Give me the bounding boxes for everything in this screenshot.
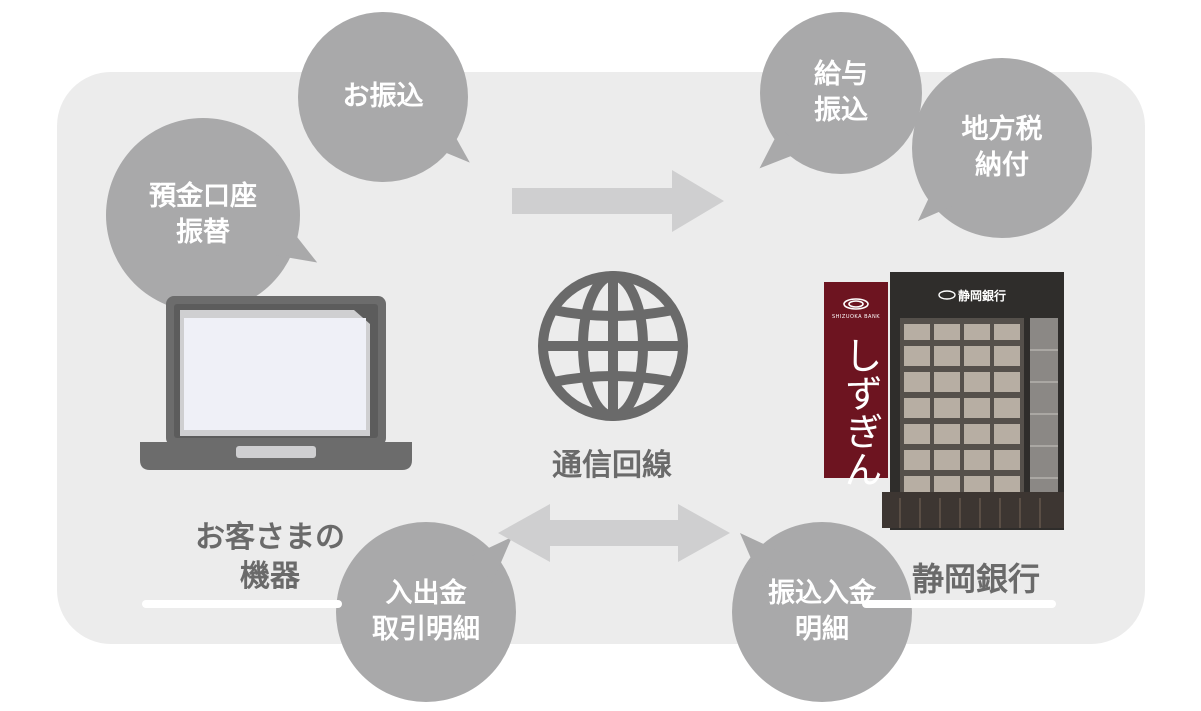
bubble-line: 振替 — [176, 217, 230, 248]
bank-label-underline — [862, 600, 1056, 608]
bubble-line: 納付 — [975, 150, 1029, 181]
bubble-local-tax-payment: 地方税 納付 — [910, 58, 1092, 238]
bubble-transfer-deposit-statement: 振込入金 明細 — [725, 522, 912, 702]
bubble-deposit-account-transfer: 預金口座 振替 — [106, 118, 324, 312]
bank-building-illustration — [824, 272, 1064, 530]
bubble-line: お振込 — [342, 80, 424, 112]
bubble-line: 取引明細 — [372, 614, 480, 645]
label-line: お客さまの — [195, 520, 345, 555]
customer-device-label: お客さまの 機器 — [150, 518, 390, 596]
bank-sign-logo-caption: SHIZUOKA BANK — [832, 314, 880, 320]
label-line: 機器 — [240, 559, 300, 594]
customer-label-underline — [142, 600, 342, 608]
bubble-line: 地方税 — [961, 113, 1043, 145]
bank-sign-text: しずぎん — [838, 336, 882, 488]
bubble-line: 振込 — [814, 95, 868, 126]
arrow-right-icon — [512, 170, 724, 232]
bubble-transfer: お振込 — [298, 12, 476, 182]
bubble-line: 振込入金 — [768, 577, 876, 609]
globe-icon — [538, 271, 688, 421]
network-label: 通信回線 — [552, 448, 672, 483]
bubble-line: 明細 — [795, 614, 849, 645]
laptop-icon — [140, 296, 412, 470]
arrow-bidirectional-icon — [498, 504, 730, 562]
bubble-deposit-withdrawal-statement: 入出金 取引明細 — [336, 522, 527, 702]
bubble-line: 入出金 — [385, 577, 467, 609]
bank-label: 静岡銀行 — [911, 560, 1040, 598]
bubble-line: 預金口座 — [149, 180, 257, 212]
bubble-salary-transfer: 給与 振込 — [751, 12, 922, 184]
bubble-line: 給与 — [814, 58, 868, 90]
rooftop-sign-text: 静岡銀行 — [958, 289, 1007, 303]
